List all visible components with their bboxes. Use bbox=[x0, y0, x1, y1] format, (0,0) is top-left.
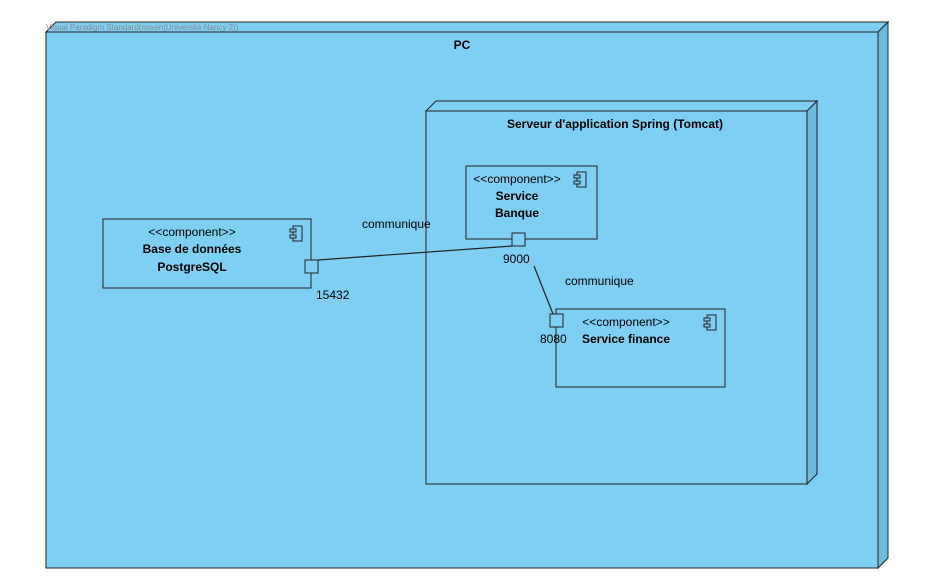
component-banque-port[interactable] bbox=[511, 232, 526, 247]
component-database-box bbox=[102, 218, 312, 289]
connector-banque-finance-label: communique bbox=[565, 274, 634, 288]
component-finance-port-label: 8080 bbox=[540, 332, 567, 346]
component-database-port-label: 15432 bbox=[316, 288, 350, 302]
connector-db-banque-line bbox=[317, 245, 513, 261]
component-banque-name-line1: Service bbox=[496, 189, 539, 203]
component-database[interactable]: <<component>> Base de données PostgreSQL bbox=[102, 218, 319, 289]
component-banque-name-line2: Banque bbox=[495, 206, 539, 220]
component-database-name-line1: Base de données bbox=[143, 242, 242, 256]
component-finance-box bbox=[555, 308, 726, 388]
server-node-title: Serveur d'application Spring (Tomcat) bbox=[507, 117, 723, 131]
server-node-top-face bbox=[424, 100, 819, 112]
server-node-side-face bbox=[806, 99, 818, 486]
connector-banque-finance[interactable] bbox=[533, 265, 554, 315]
pc-node-title: PC bbox=[454, 38, 471, 52]
component-banque[interactable]: <<component>> Service Banque bbox=[465, 165, 598, 247]
component-icon bbox=[573, 171, 587, 188]
connector-banque-finance-line bbox=[533, 265, 554, 315]
component-database-name-line2: PostgreSQL bbox=[157, 260, 226, 274]
component-banque-port-label: 9000 bbox=[503, 252, 530, 266]
component-icon bbox=[703, 314, 717, 331]
component-finance-name-line1: Service finance bbox=[582, 332, 670, 346]
component-database-stereotype: <<component>> bbox=[148, 225, 235, 239]
component-finance-stereotype: <<component>> bbox=[582, 315, 669, 329]
watermark: Visual Paradigm Standard(rowen(Universit… bbox=[46, 23, 239, 32]
component-database-port[interactable] bbox=[304, 259, 319, 274]
pc-node-side-face bbox=[877, 20, 889, 570]
component-icon bbox=[289, 225, 303, 242]
connector-db-banque[interactable] bbox=[317, 245, 513, 261]
component-banque-stereotype: <<component>> bbox=[473, 172, 560, 186]
server-node[interactable]: Serveur d'application Spring (Tomcat) bbox=[424, 99, 819, 486]
component-finance[interactable]: <<component>> Service finance bbox=[549, 308, 726, 388]
connector-db-banque-label: communique bbox=[362, 217, 431, 231]
component-finance-port[interactable] bbox=[549, 313, 564, 328]
